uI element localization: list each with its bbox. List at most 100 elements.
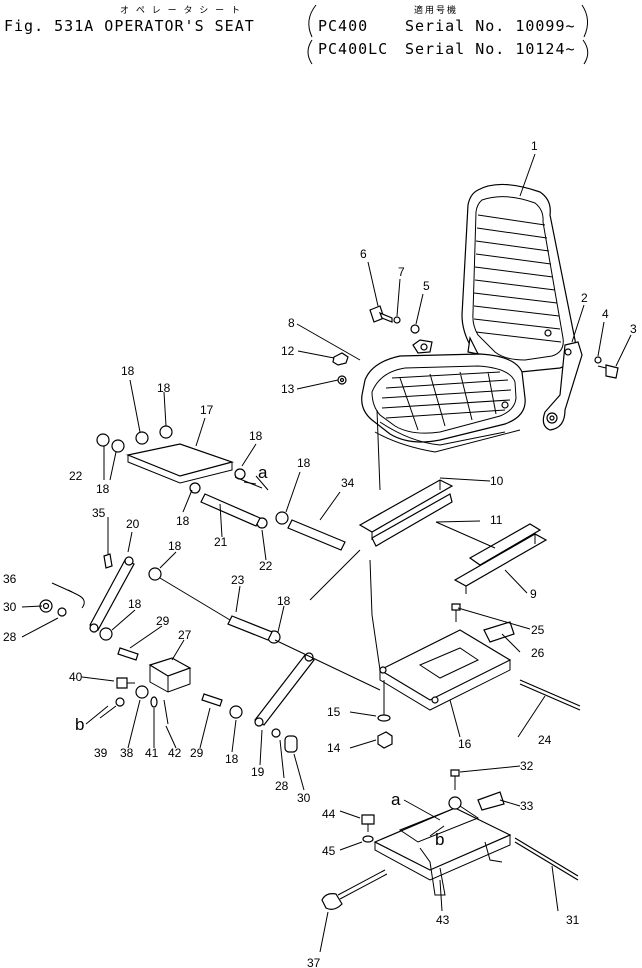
callout-30b: 30 (297, 791, 311, 805)
callout-35: 35 (92, 506, 106, 520)
callout-17: 17 (200, 403, 214, 417)
callout-43: 43 (436, 913, 450, 927)
assembly-leader (369, 409, 385, 715)
callout-9: 9 (530, 587, 537, 601)
serial-pc400: Serial No. 10099~ (405, 17, 576, 35)
callout-11: 11 (490, 513, 503, 527)
callout-28a: 28 (3, 630, 17, 644)
callout-5: 5 (423, 279, 430, 293)
rod-11 (435, 521, 496, 549)
nut-38 (135, 685, 149, 699)
bolt-32 (450, 769, 460, 790)
callout-18h: 18 (277, 594, 291, 608)
bracket-17 (125, 443, 235, 484)
link-20 (89, 556, 135, 633)
callout-32: 32 (520, 759, 534, 773)
model-pc400: PC400 (318, 17, 369, 35)
callout-8: 8 (288, 316, 295, 330)
figure-title: Fig. 531A OPERATOR'S SEAT (4, 17, 255, 35)
callout-18d: 18 (297, 456, 311, 470)
callout-18j: 18 (225, 752, 239, 766)
callout-42: 42 (168, 746, 182, 760)
pin-42 (163, 699, 169, 725)
callout-26: 26 (531, 646, 545, 660)
callout-39: 39 (94, 746, 108, 760)
callout-41: 41 (145, 746, 159, 760)
callout-18e: 18 (96, 482, 110, 496)
washer-41 (150, 696, 158, 708)
callout-15: 15 (327, 705, 341, 719)
callout-38: 38 (120, 746, 134, 760)
spring-36 (67, 589, 85, 609)
callout-20: 20 (126, 517, 140, 531)
callout-6: 6 (360, 247, 367, 261)
callout-29a: 29 (156, 614, 170, 628)
cap-30b (284, 735, 298, 753)
letter-a-bottom: a (391, 790, 401, 809)
washer-4 (594, 356, 602, 364)
letter-b-left: b (75, 715, 84, 734)
nut-5 (410, 324, 420, 334)
kana-applicability: 適用号機 (414, 6, 459, 16)
callout-4: 4 (602, 307, 609, 321)
link-leaders (159, 549, 381, 691)
kana-title: オ ペ レ ー タ シ ー ト (120, 6, 243, 16)
callout-19: 19 (251, 765, 265, 779)
callout-21: 21 (214, 535, 228, 549)
callout-3: 3 (630, 322, 637, 336)
callout-16: 16 (458, 737, 472, 751)
cap-30 (39, 599, 53, 613)
callout-leaders (21, 153, 632, 953)
washer-13 (337, 375, 347, 385)
callout-24: 24 (538, 733, 552, 747)
bolt-25 (451, 603, 461, 622)
model-pc400lc: PC400LC (318, 40, 389, 58)
callout-18f: 18 (176, 514, 190, 528)
callout-18a: 18 (121, 364, 135, 378)
callout-numbers: 1 2 3 4 5 6 7 8 9 10 11 12 13 14 15 16 1… (3, 139, 637, 968)
callout-7: 7 (398, 265, 405, 279)
washer-15 (377, 714, 391, 722)
callout-30a: 30 (3, 600, 17, 614)
bushings-18 (99, 425, 289, 719)
letter-b-bottom: b (435, 830, 444, 849)
callout-34: 34 (341, 476, 355, 490)
pin-34 (287, 519, 346, 551)
bolt-44 (361, 814, 375, 832)
plate-33 (477, 791, 505, 811)
callout-14: 14 (327, 741, 341, 755)
callout-18i: 18 (128, 597, 142, 611)
callout-31: 31 (566, 913, 580, 927)
callout-40: 40 (69, 670, 83, 684)
callout-22b: 22 (259, 559, 273, 573)
callout-29b: 29 (190, 746, 204, 760)
shaft-24 (519, 679, 581, 707)
header-bracket-right (581, 4, 589, 65)
callout-36: 36 (3, 572, 17, 586)
callout-12: 12 (281, 344, 295, 358)
callout-44: 44 (322, 807, 336, 821)
callout-10: 10 (490, 474, 504, 488)
callout-22a: 22 (69, 469, 83, 483)
seat-cushion (361, 339, 526, 453)
washer-28 (57, 607, 281, 738)
pin-21 (200, 493, 261, 527)
callout-23: 23 (231, 573, 245, 587)
callout-1: 1 (531, 139, 538, 153)
seat-plate-16 (378, 629, 512, 711)
slide-rail-9 (453, 523, 548, 594)
callout-18c: 18 (249, 429, 263, 443)
callout-13: 13 (281, 382, 295, 396)
letter-arrows (85, 481, 445, 837)
serial-pc400lc: Serial No. 10124~ (405, 40, 576, 58)
pin-23 (227, 615, 273, 641)
callout-2: 2 (581, 291, 588, 305)
nut-14 (377, 731, 393, 749)
callout-18b: 18 (157, 381, 171, 395)
plate-26 (483, 621, 515, 643)
knob-37 (321, 869, 388, 910)
bolt-6 (369, 305, 393, 323)
seat-back (461, 183, 577, 373)
slide-rail-10 (358, 479, 454, 547)
